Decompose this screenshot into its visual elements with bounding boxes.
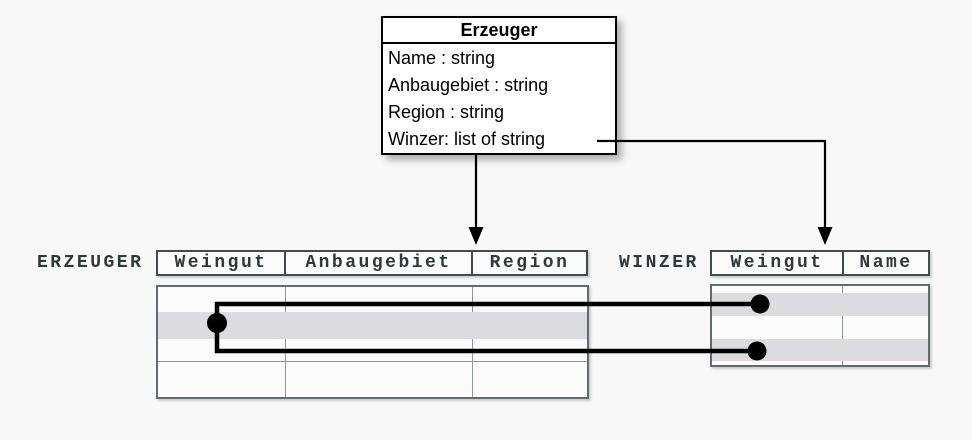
arrowhead-down-winzer-icon — [817, 227, 833, 245]
erzeuger-table-label: ERZEUGER — [37, 253, 144, 273]
erzeuger-column-anbaugebiet: Anbaugebiet — [284, 252, 471, 274]
winzer-column-weingut: Weingut — [730, 253, 824, 273]
arrowhead-down-erzeuger-icon — [468, 227, 484, 245]
class-attribute-winzer: Winzer: list of string — [388, 129, 546, 149]
uml-class-box: Erzeuger Name : string Anbaugebiet : str… — [381, 16, 617, 155]
column-divider — [285, 287, 286, 397]
erzeuger-column-region: Region — [471, 252, 586, 274]
highlighted-row — [712, 293, 928, 316]
erzeuger-column-weingut: Weingut — [174, 253, 268, 273]
class-attribute-region: Region : string — [388, 102, 505, 122]
highlighted-row — [712, 339, 928, 361]
class-attribute-list: Name : string Anbaugebiet : string Regio… — [383, 44, 615, 153]
class-to-winzer-connector-line — [597, 139, 827, 230]
erzeuger-table-body — [156, 285, 589, 399]
highlighted-row — [158, 312, 587, 339]
winzer-table-header: Weingut Name — [710, 250, 930, 276]
column-divider — [842, 286, 843, 365]
winzer-table-label: WINZER — [619, 253, 699, 273]
class-attribute-anbaugebiet: Anbaugebiet : string — [388, 75, 549, 95]
row-divider — [158, 361, 587, 362]
winzer-column-name: Name — [842, 252, 928, 274]
class-title: Erzeuger — [383, 18, 615, 44]
winzer-table-body — [710, 284, 930, 367]
erzeuger-table-header: Weingut Anbaugebiet Region — [156, 250, 588, 276]
class-attribute-name: Name : string — [388, 48, 496, 68]
column-divider — [472, 287, 473, 397]
